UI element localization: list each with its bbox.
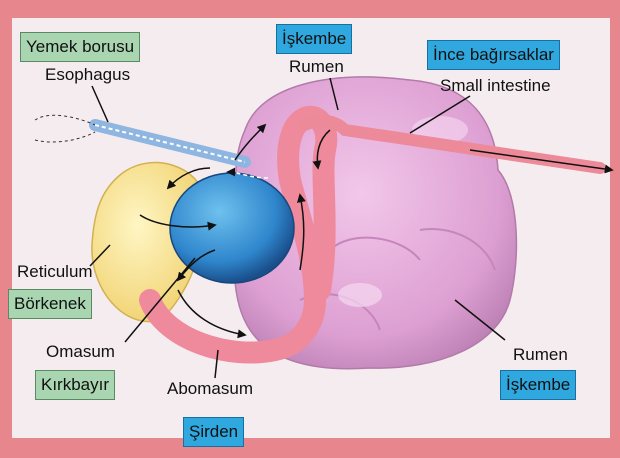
abomasum-en-label: Abomasum [167, 379, 253, 399]
rumen-bottom-en-label: Rumen [513, 345, 568, 365]
reticulum-tr-label: Börkenek [8, 289, 92, 319]
reticulum-en-label: Reticulum [17, 262, 93, 282]
rumen-top-tr-label: İşkembe [276, 24, 352, 54]
esophagus-en-label: Esophagus [45, 65, 130, 85]
rumen-top-en-label: Rumen [289, 57, 344, 77]
intestine-tr-label: İnce bağırsaklar [427, 40, 560, 70]
abomasum-tr-label: Şirden [183, 417, 244, 447]
intestine-en-label: Small intestine [440, 76, 551, 96]
rumen-bottom-tr-label: İşkembe [500, 370, 576, 400]
omasum-tr-label: Kırkbayır [35, 370, 115, 400]
omasum-en-label: Omasum [46, 342, 115, 362]
esophagus-tr-label: Yemek borusu [20, 32, 140, 62]
